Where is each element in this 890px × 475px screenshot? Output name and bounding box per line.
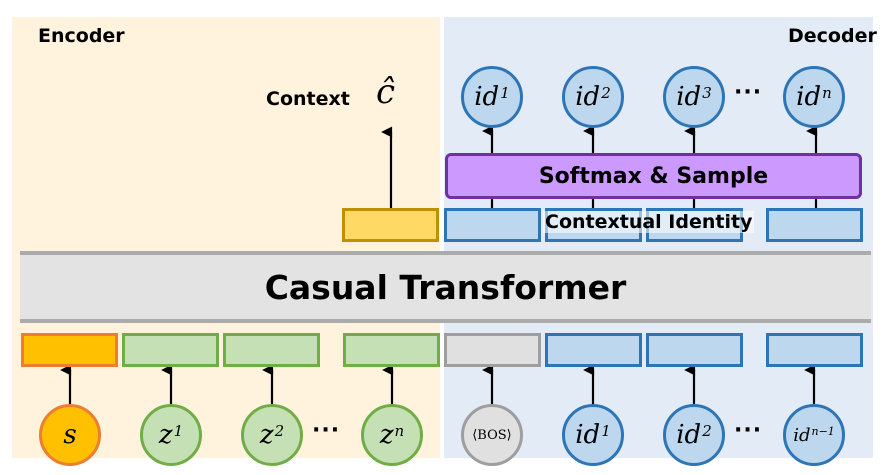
causal-transformer-block: Casual Transformer: [20, 251, 871, 323]
encoder-ellipsis: ···: [312, 418, 341, 443]
context-token-box: [342, 208, 439, 242]
decoder-title: Decoder: [788, 25, 877, 47]
input-box-s: [21, 333, 118, 367]
contextual-identity-box: [444, 208, 541, 242]
output-ellipsis: ···: [734, 80, 763, 105]
input-box-zn: [343, 333, 440, 367]
input-box-z1: [122, 333, 219, 367]
context-symbol: ĉ: [376, 72, 396, 112]
input-box-bos: [444, 333, 541, 367]
input-box-idn1: [766, 333, 863, 367]
input-box-id2: [646, 333, 743, 367]
context-label: Context: [266, 88, 350, 110]
contextual-identity-box: [766, 208, 863, 242]
decoder-ellipsis: ···: [734, 418, 763, 443]
input-box-id1: [545, 333, 642, 367]
input-s: s: [39, 404, 101, 466]
input-box-z2: [223, 333, 320, 367]
input-bos: ⟨BOS⟩: [461, 404, 523, 466]
contextual-identity-label: Contextual Identity: [543, 211, 755, 233]
softmax-sample-block: Softmax & Sample: [445, 153, 862, 199]
encoder-title: Encoder: [38, 25, 125, 47]
